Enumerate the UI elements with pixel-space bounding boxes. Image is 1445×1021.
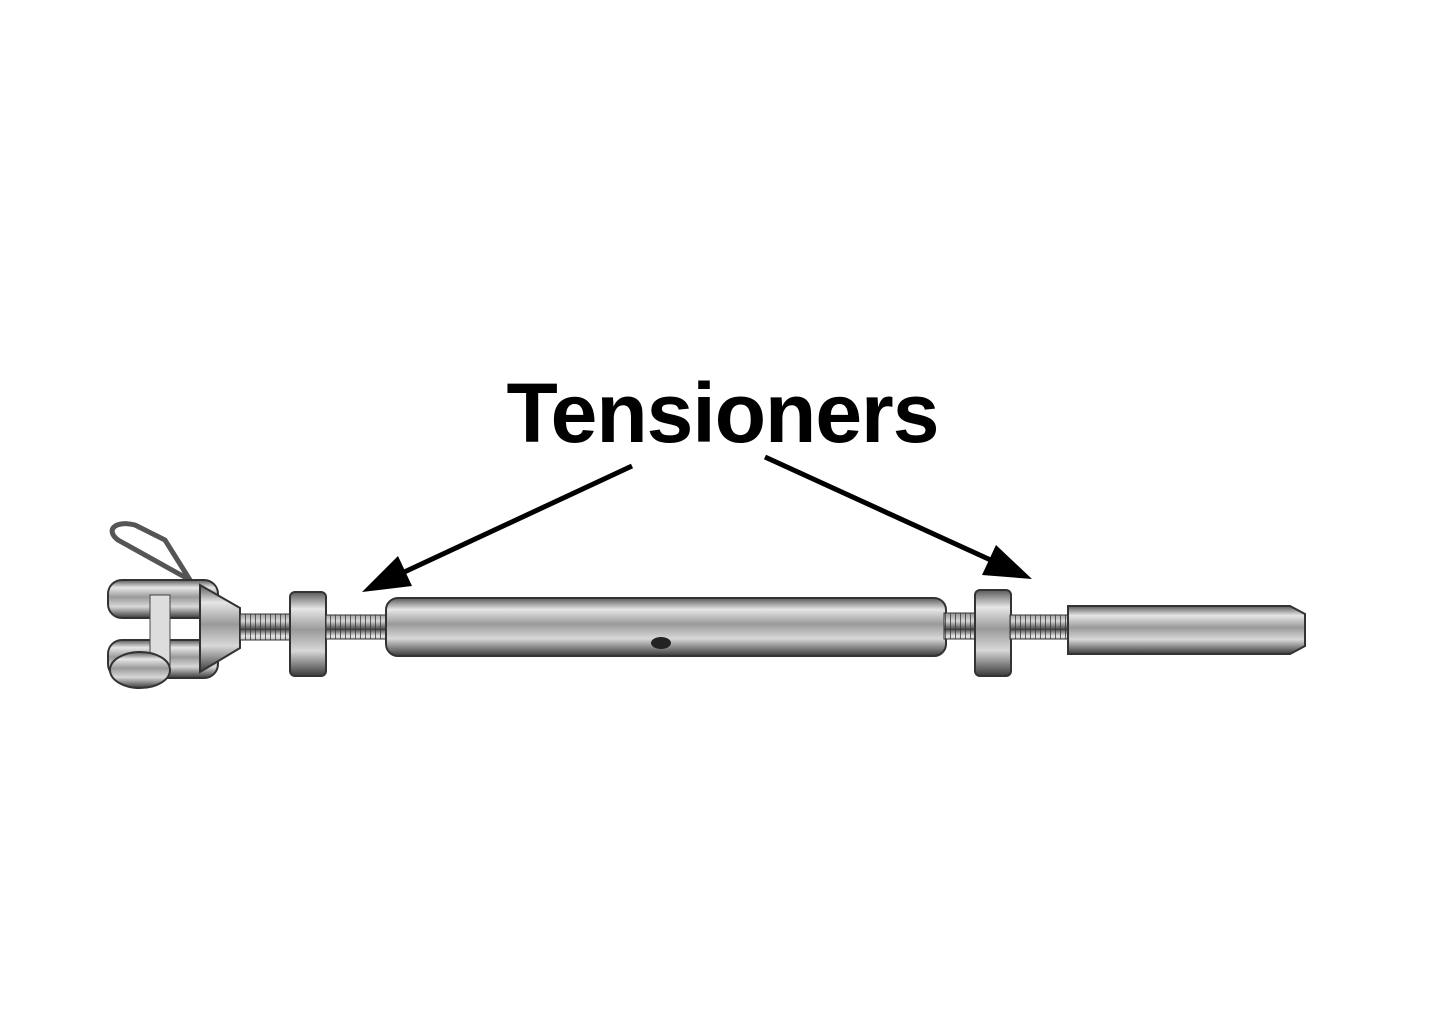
lock-nut-left [289,591,327,677]
thread-left [325,614,391,640]
lock-nut-right [974,589,1012,677]
right-arrow [763,454,1032,579]
thread-right-inner [943,612,977,640]
thread-right [1009,614,1071,640]
body-hole [651,637,671,649]
swage-end [1067,605,1306,655]
left-arrow [362,463,634,592]
jaw-end [107,521,241,689]
turnbuckle [107,521,1306,689]
tensioners-label: Tensioners [506,366,940,460]
